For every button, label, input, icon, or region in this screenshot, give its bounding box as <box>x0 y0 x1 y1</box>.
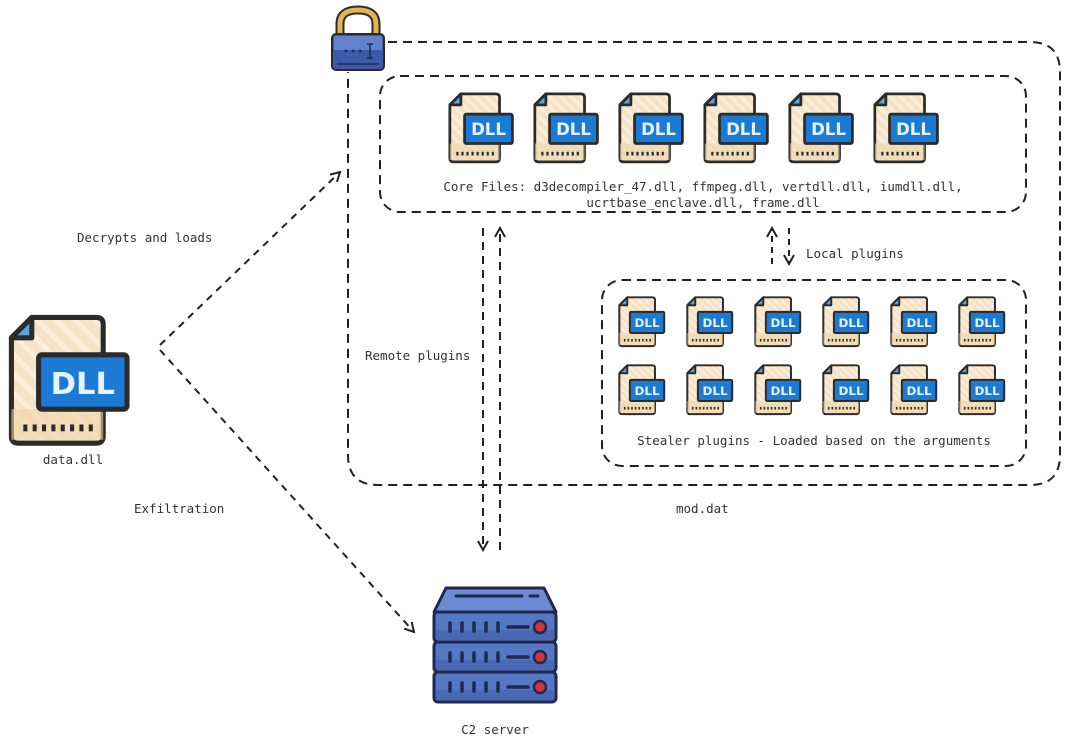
svg-text:DLL: DLL <box>907 384 932 398</box>
svg-text:DLL: DLL <box>635 384 660 398</box>
svg-text:DLL: DLL <box>771 384 796 398</box>
core-file-dll-icon: DLL <box>873 92 939 164</box>
svg-text:DLL: DLL <box>839 316 864 330</box>
svg-text:DLL: DLL <box>839 384 864 398</box>
stealer-plugin-dll-icon: DLL <box>958 364 1006 416</box>
svg-text:DLL: DLL <box>51 367 115 402</box>
local-plugins-label: Local plugins <box>806 246 904 261</box>
svg-text:DLL: DLL <box>641 120 676 139</box>
svg-text:DLL: DLL <box>726 120 761 139</box>
source-dll-icon: DLL <box>8 314 130 446</box>
stealer-plugin-dll-icon: DLL <box>890 364 938 416</box>
exfiltration-arrow <box>159 349 414 632</box>
decrypt-label: Decrypts and loads <box>77 230 213 245</box>
stealer-plugin-dll-icon: DLL <box>618 364 666 416</box>
svg-text:DLL: DLL <box>907 316 932 330</box>
svg-text:DLL: DLL <box>556 120 591 139</box>
svg-text:DLL: DLL <box>703 384 728 398</box>
exfiltration-label: Exfiltration <box>134 501 225 516</box>
stealer-plugin-dll-icon: DLL <box>822 296 870 348</box>
dll-icons: DLL DLL DLL DLL DLL DLL DLL DLL DLL DLL DLL DLL DLL D… <box>8 92 1006 446</box>
stealer-plugin-dll-icon: DLL <box>958 296 1006 348</box>
core-file-dll-icon: DLL <box>788 92 854 164</box>
stealer-plugin-dll-icon: DLL <box>890 296 938 348</box>
stealer-plugin-dll-icon: DLL <box>618 296 666 348</box>
padlock-icon <box>331 5 385 71</box>
mod-dat-container <box>347 41 1061 486</box>
svg-text:DLL: DLL <box>896 120 931 139</box>
svg-text:DLL: DLL <box>471 120 506 139</box>
server-icon <box>432 586 558 704</box>
core-file-dll-icon: DLL <box>448 92 514 164</box>
stealer-plugin-dll-icon: DLL <box>754 364 802 416</box>
decrypt-arrow <box>159 172 340 346</box>
svg-text:DLL: DLL <box>703 316 728 330</box>
svg-text:DLL: DLL <box>975 316 1000 330</box>
svg-text:DLL: DLL <box>811 120 846 139</box>
svg-text:DLL: DLL <box>635 316 660 330</box>
svg-text:DLL: DLL <box>771 316 796 330</box>
stealer-plugin-dll-icon: DLL <box>686 364 734 416</box>
core-file-dll-icon: DLL <box>533 92 599 164</box>
svg-text:DLL: DLL <box>975 384 1000 398</box>
core-files-label-line2: ucrtbase_enclave.dll, frame.dll <box>586 195 820 210</box>
stealer-plugins-box <box>601 279 1027 467</box>
source-file-label: data.dll <box>42 452 104 467</box>
server-label: C2 server <box>461 722 529 737</box>
stealer-plugins-label: Stealer plugins - Loaded based on the ar… <box>637 433 991 448</box>
stealer-plugin-dll-icon: DLL <box>822 364 870 416</box>
remote-plugins-label: Remote plugins <box>365 348 471 363</box>
stealer-plugin-dll-icon: DLL <box>754 296 802 348</box>
mod-dat-label: mod.dat <box>676 501 729 516</box>
core-files-box <box>379 75 1027 213</box>
core-file-dll-icon: DLL <box>703 92 769 164</box>
core-file-dll-icon: DLL <box>618 92 684 164</box>
core-files-label-line1: Core Files: d3decompiler_47.dll, ffmpeg.… <box>443 179 963 194</box>
stealer-plugin-dll-icon: DLL <box>686 296 734 348</box>
